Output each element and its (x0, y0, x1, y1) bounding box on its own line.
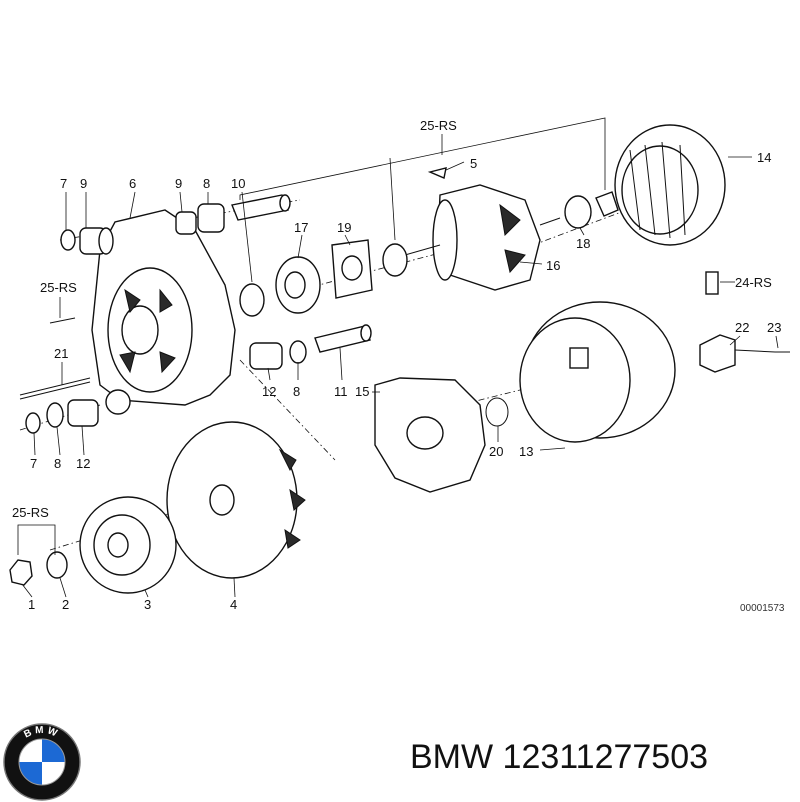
callout-label: 25-RS (12, 505, 49, 520)
callout-label: 15 (355, 384, 369, 399)
bush-9b (175, 211, 197, 235)
pulley-3 (79, 496, 177, 594)
circlip-7 (60, 229, 76, 251)
logo-text: BMW (22, 725, 58, 741)
brush-24 (705, 271, 719, 295)
spacer-8 (197, 203, 225, 233)
washer-2 (46, 551, 68, 579)
slip-ring-housing-13 (519, 301, 676, 443)
bush-12 (249, 342, 283, 370)
bearing-17 (275, 256, 321, 314)
callout-label: 17 (294, 220, 308, 235)
ring-25-rs (595, 191, 619, 217)
callout-label: 21 (54, 346, 68, 361)
part-number: 12311277503 (502, 738, 709, 776)
bearing-plate-19 (331, 239, 373, 299)
callout-label: 8 (54, 456, 61, 471)
stator-14 (614, 124, 726, 246)
callout-label: 7 (30, 456, 37, 471)
callout-label: 18 (576, 236, 590, 251)
callout-label: 12 (262, 384, 276, 399)
callout-label: 25-RS (420, 118, 457, 133)
callout-label: 23 (767, 320, 781, 335)
callout-label: 10 (231, 176, 245, 191)
callout-label: 13 (519, 444, 533, 459)
through-bolt-21 (19, 377, 91, 396)
callout-label: 8 (293, 384, 300, 399)
callout-label: 2 (62, 597, 69, 612)
circlip-7b (25, 412, 41, 434)
callout-label: 11 (334, 384, 348, 399)
callout-label: 14 (757, 150, 771, 165)
washer-8-mid (289, 340, 307, 364)
bearing-18 (564, 195, 592, 229)
callout-labels: 7 9 6 9 8 10 25-RS 5 14 17 19 18 16 25-R… (12, 118, 785, 614)
kit-bracket-bottom (17, 524, 56, 555)
callout-label: 22 (735, 320, 749, 335)
callout-label: 16 (546, 258, 560, 273)
fan-4 (166, 421, 306, 579)
callout-label: 4 (230, 597, 237, 612)
washer-8b (46, 402, 64, 428)
bmw-logo: BMW (3, 723, 81, 801)
screw-25-rs (49, 317, 76, 324)
washer-8-upper (239, 283, 265, 317)
drive-end-housing (91, 209, 236, 415)
bearing-25rs-rotor (382, 243, 408, 277)
sleeve-11 (314, 325, 371, 353)
callout-label: 24-RS (735, 275, 772, 290)
callout-label: 8 (203, 176, 210, 191)
leader-lines (21, 156, 779, 598)
callout-label: 25-RS (40, 280, 77, 295)
key-5 (427, 167, 447, 179)
drawing-id: 00001573 (740, 603, 785, 614)
bush-12b (67, 399, 99, 427)
callout-label: 5 (470, 156, 477, 171)
callout-label: 7 (60, 176, 67, 191)
svg-text:BMW: BMW (22, 725, 61, 741)
callout-label: 1 (28, 597, 35, 612)
part-number-caption: BMW 12311277503 (410, 738, 708, 777)
callout-label: 9 (175, 176, 182, 191)
rectifier-15 (374, 377, 486, 493)
callout-label: 3 (144, 597, 151, 612)
o-ring-20 (485, 397, 509, 427)
nut-1 (9, 559, 33, 586)
callout-label: 6 (129, 176, 136, 191)
regulator-22 (699, 334, 776, 373)
callout-label: 19 (337, 220, 351, 235)
callout-label: 9 (80, 176, 87, 191)
rotor-16 (404, 184, 561, 291)
callout-label: 20 (489, 444, 503, 459)
kit-bracket-top (239, 117, 606, 200)
brand-name: BMW (410, 738, 494, 776)
callout-label: 12 (76, 456, 90, 471)
